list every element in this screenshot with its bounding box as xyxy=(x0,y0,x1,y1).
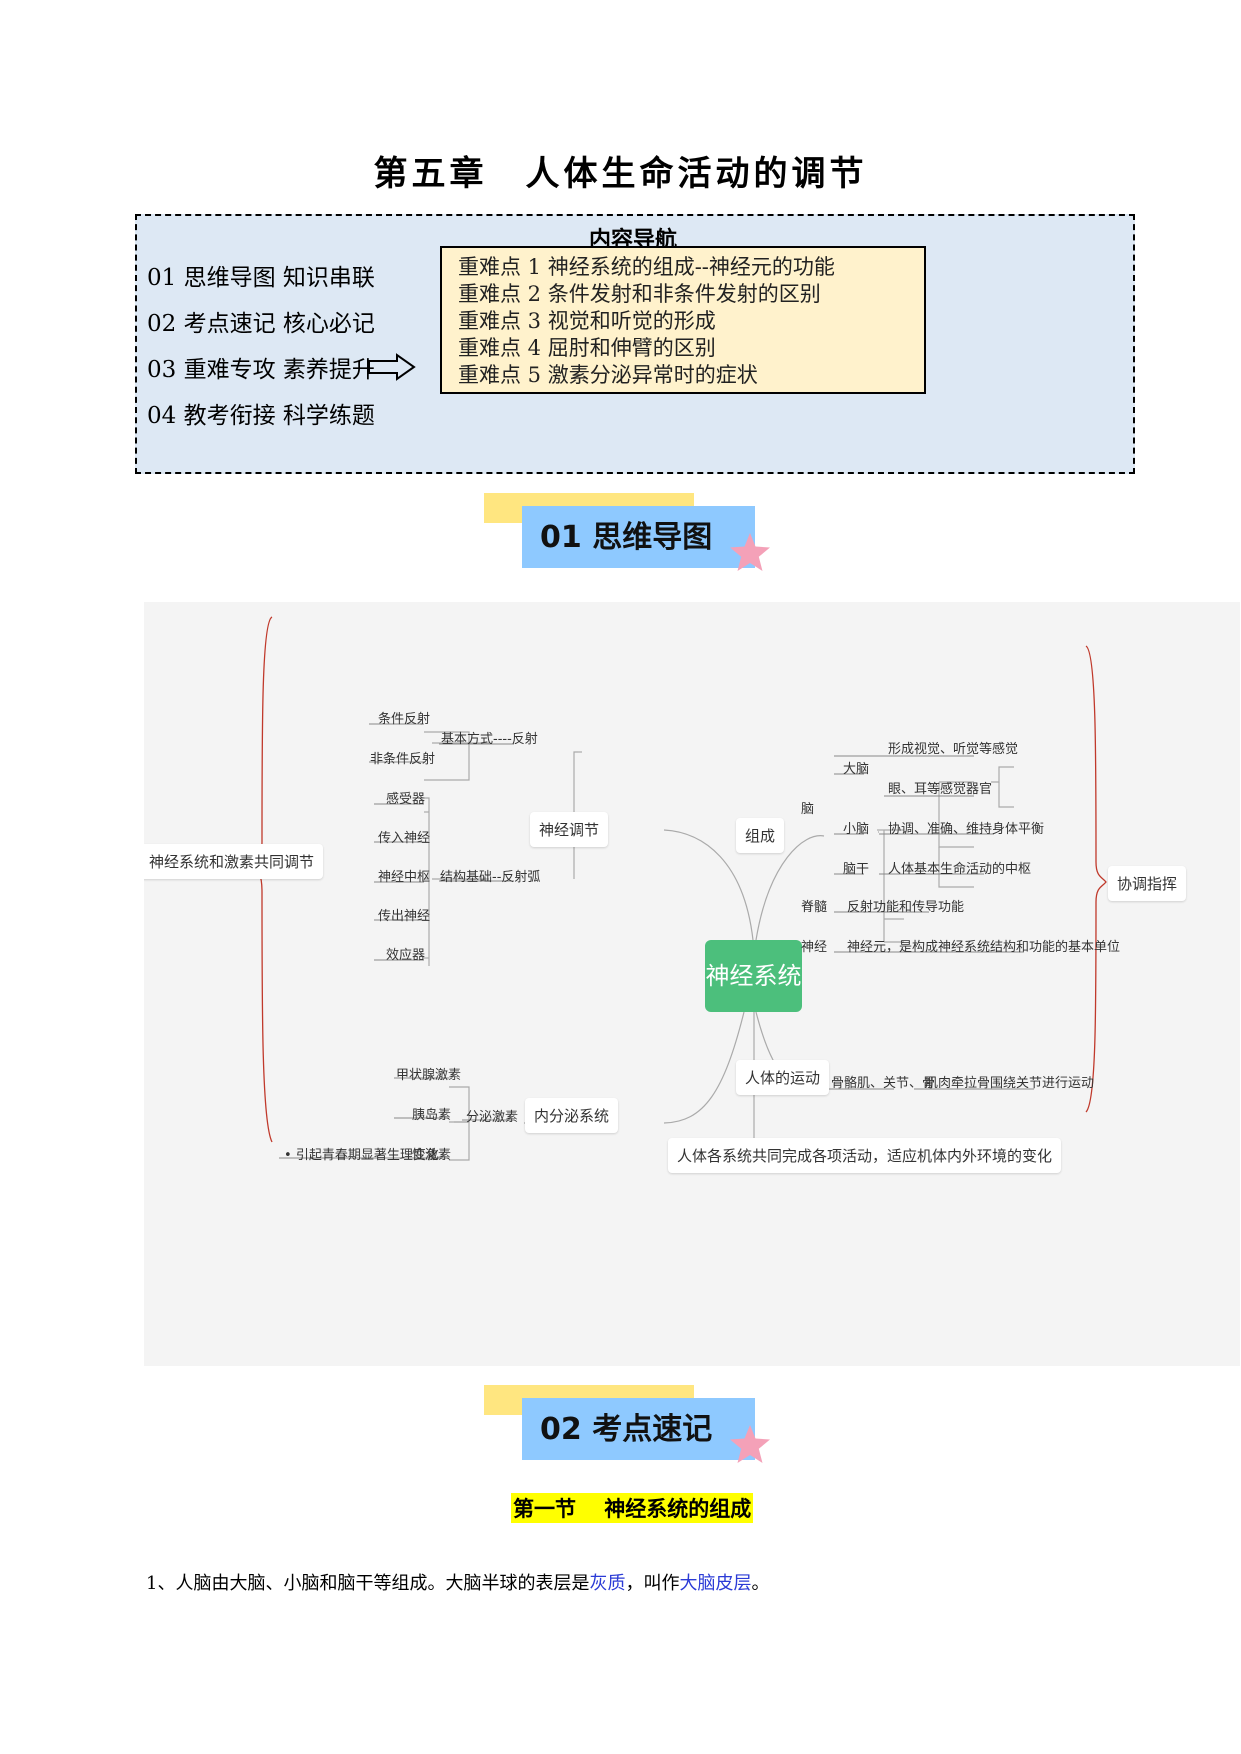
mm-reflex-type: 条件反射 xyxy=(378,712,431,727)
mm-movement-desc: 肌肉牵拉骨围绕关节进行运动 xyxy=(925,1076,1095,1091)
mm-left-bracket: 神经系统和激素共同调节 xyxy=(144,844,324,879)
mm-endocrine-note: • 引起青春期显著生理变化 xyxy=(284,1148,439,1163)
mind-map-root: 神经系统 xyxy=(705,940,802,1012)
mm-arc-part: 传入神经 xyxy=(378,831,431,846)
focus-point: 重难点 3 视觉和听觉的形成 xyxy=(458,309,716,333)
nav-item-difficulties[interactable]: 03 重难专攻 素养提升 xyxy=(147,357,375,383)
mm-basic-way: 基本方式----反射 xyxy=(441,732,538,747)
mm-cerebellum: 小脑 xyxy=(843,822,870,837)
banner-title: 02 考点速记 xyxy=(540,1412,713,1447)
mm-brain: 脑 xyxy=(801,802,815,817)
mm-secretion: 分泌激素 xyxy=(466,1110,519,1125)
mm-brainstem: 脑干 xyxy=(843,862,870,877)
mm-endocrine: 内分泌系统 xyxy=(525,1098,619,1133)
mm-nerve: 神经 xyxy=(801,940,828,955)
nav-item-exercises[interactable]: 04 教考衔接 科学练题 xyxy=(147,403,375,429)
mm-spinal-cord: 脊髓 xyxy=(801,900,828,915)
nav-item-keypoints[interactable]: 02 考点速记 核心必记 xyxy=(147,311,375,337)
mm-brainstem-desc: 人体基本生命活动的中枢 xyxy=(888,862,1032,877)
mind-map-image: 神经系统 神经系统和激素共同调节 协调指挥 神经调节 基本方式----反射 条件… xyxy=(144,602,1240,1366)
mm-arc-part: 传出神经 xyxy=(378,909,431,924)
section-title: 第一节 神经系统的组成 xyxy=(511,1493,754,1523)
focus-point: 重难点 4 屈肘和伸臂的区别 xyxy=(458,336,716,360)
mm-cerebrum: 大脑 xyxy=(843,762,870,777)
keypoints-section-banner: 02 考点速记 xyxy=(484,1385,784,1475)
mm-cerebrum-item: 形成视觉、听觉等感觉 xyxy=(888,742,1019,757)
highlight-term: 大脑皮层 xyxy=(679,1573,752,1594)
focus-point: 重难点 5 激素分泌异常时的症状 xyxy=(458,363,758,387)
mm-movement-parts: 骨骼肌、关节、骨 xyxy=(831,1076,936,1091)
focus-point: 重难点 2 条件发射和非条件发射的区别 xyxy=(458,282,821,306)
content-navigation-box: 内容导航 01 思维导图 知识串联 02 考点速记 核心必记 03 重难专攻 素… xyxy=(135,214,1135,474)
mm-arc-part: 效应器 xyxy=(386,948,426,963)
mm-cerebrum-item: 眼、耳等感觉器官 xyxy=(888,782,993,797)
mm-reflex-type: 非条件反射 xyxy=(370,752,436,767)
focus-point: 重难点 1 神经系统的组成--神经元的功能 xyxy=(458,255,835,279)
paragraph: 1、人脑由大脑、小脑和脑干等组成。大脑半球的表层是灰质，叫作大脑皮层。 xyxy=(146,1573,770,1594)
mm-hormone: 甲状腺激素 xyxy=(396,1068,462,1083)
star-icon xyxy=(730,1425,770,1463)
mm-bottom-summary: 人体各系统共同完成各项活动，适应机体内外环境的变化 xyxy=(668,1138,1062,1173)
mm-cerebellum-desc: 协调、准确、维持身体平衡 xyxy=(888,822,1045,837)
highlight-term: 灰质 xyxy=(589,1573,626,1594)
key-difficulties-box: 重难点 1 神经系统的组成--神经元的功能 重难点 2 条件发射和非条件发射的区… xyxy=(440,246,926,394)
page-title: 第五章 人体生命活动的调节 xyxy=(373,154,868,194)
mm-composition: 组成 xyxy=(736,818,785,853)
star-icon xyxy=(730,533,770,571)
mm-spinal-desc: 反射功能和传导功能 xyxy=(847,900,965,915)
nav-item-mindmap[interactable]: 01 思维导图 知识串联 xyxy=(147,265,375,291)
mm-nerve-desc: 神经元，是构成神经系统结构和功能的基本单位 xyxy=(847,940,1121,955)
mind-map-connectors xyxy=(251,616,1107,1161)
mm-movement: 人体的运动 xyxy=(736,1060,830,1095)
mm-neural-regulation: 神经调节 xyxy=(530,812,609,847)
banner-title: 01 思维导图 xyxy=(540,520,713,555)
mindmap-section-banner: 01 思维导图 xyxy=(484,493,784,583)
mm-arc-part: 感受器 xyxy=(386,792,426,807)
mm-hormone: 性激素 xyxy=(412,1148,452,1163)
mm-arc-part: 神经中枢 xyxy=(378,870,431,885)
mm-hormone: 胰岛素 xyxy=(412,1108,452,1123)
mm-right-bracket: 协调指挥 xyxy=(1108,866,1187,901)
mm-structure-basis: 结构基础--反射弧 xyxy=(440,870,541,885)
right-arrow-icon xyxy=(368,353,416,381)
